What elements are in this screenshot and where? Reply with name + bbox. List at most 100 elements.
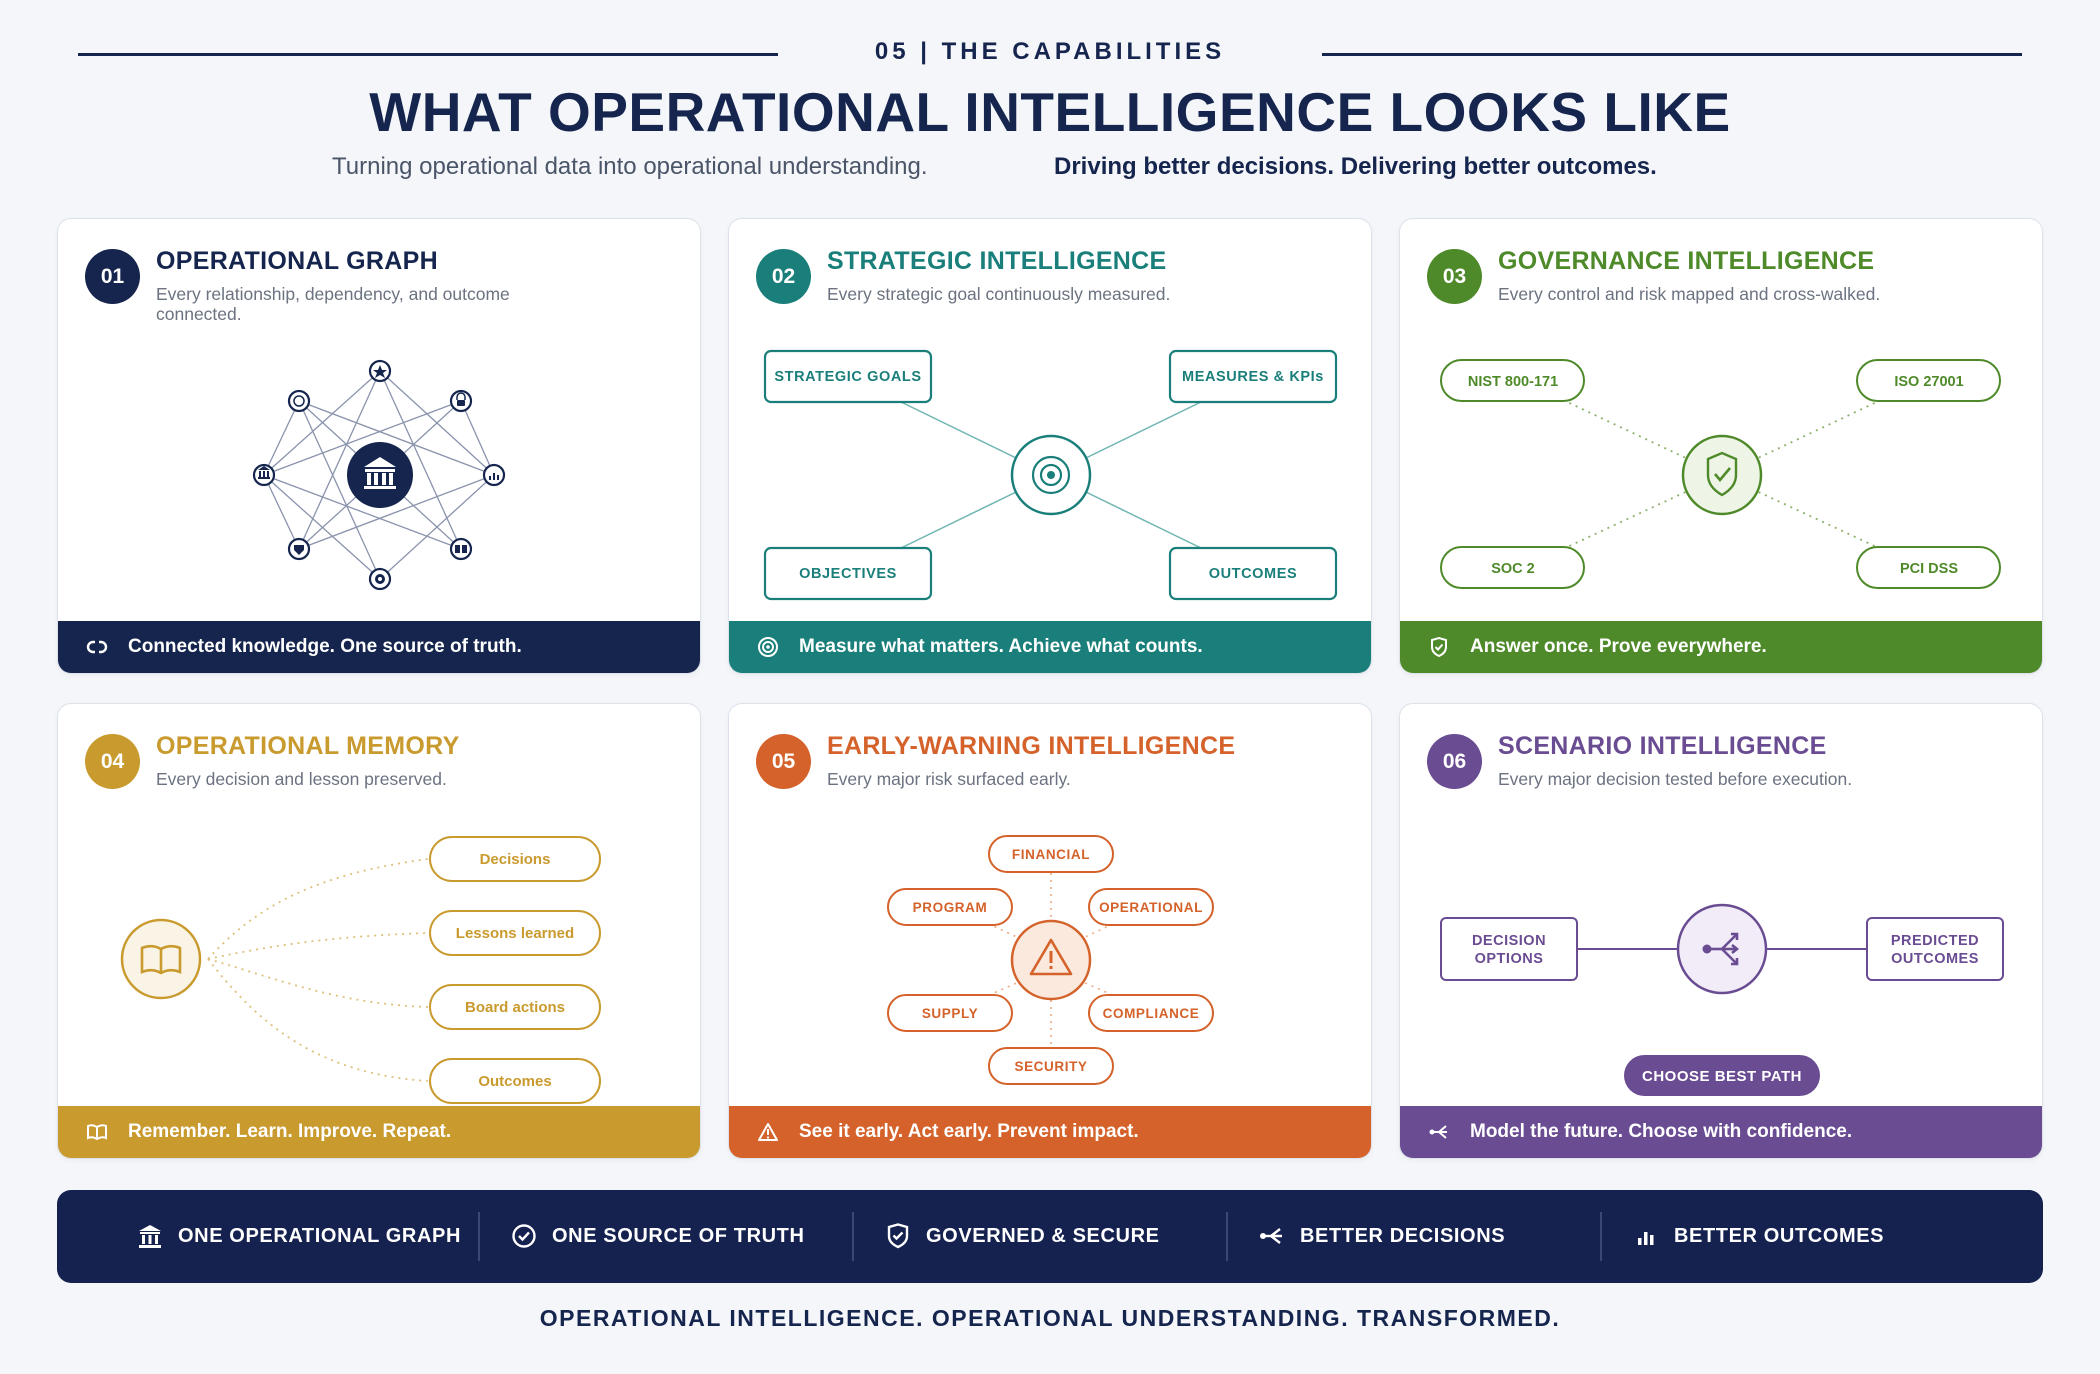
card-number-badge: 04	[85, 734, 140, 789]
node-outcomes	[1168, 546, 1338, 601]
node-financial-label: FINANCIAL	[1012, 847, 1090, 862]
card-number-badge: 05	[756, 734, 811, 789]
page-title: WHAT OPERATIONAL INTELLIGENCE LOOKS LIKE	[369, 81, 1731, 143]
scenario-diagram: DECISION OPTIONS PREDICTED OUTCOMES CHOO…	[1440, 903, 2004, 1096]
branch-icon	[1710, 932, 1740, 966]
card-strategic-intelligence: STRATEGIC GOALS MEASURES & KPIs OBJECTIV…	[728, 218, 1372, 674]
header-rule-right	[1322, 53, 2022, 56]
bank-icon	[139, 1225, 161, 1248]
summary-item-label: BETTER OUTCOMES	[1674, 1225, 1885, 1247]
closing-tagline: OPERATIONAL INTELLIGENCE. OPERATIONAL UN…	[539, 1305, 1561, 1331]
card-footer-text: Connected knowledge. One source of truth…	[128, 636, 522, 657]
node-lessons-learned	[429, 910, 601, 956]
shield-check-icon	[887, 1223, 909, 1249]
section-eyebrow: 05 | THE CAPABILITIES	[874, 38, 1226, 65]
summary-item-label: BETTER DECISIONS	[1300, 1225, 1506, 1247]
card-scenario-intelligence: DECISION OPTIONS PREDICTED OUTCOMES CHOO…	[1399, 703, 2043, 1159]
card-title: EARLY-WARNING INTELLIGENCE	[827, 732, 1236, 760]
summary-item-label: ONE OPERATIONAL GRAPH	[178, 1225, 461, 1247]
book-icon	[87, 1124, 107, 1141]
node-compliance	[1088, 994, 1214, 1032]
target-icon	[758, 637, 778, 657]
governance-hub	[1681, 434, 1763, 516]
card-footer-text: Answer once. Prove everywhere.	[1470, 636, 1767, 657]
branch-icon	[1429, 1125, 1447, 1139]
summary-item-label: GOVERNED & SECURE	[926, 1225, 1160, 1247]
node-nist	[1440, 359, 1585, 402]
node-pci	[1856, 546, 2001, 589]
globe-node-icon	[287, 389, 311, 413]
card-number-badge: 03	[1427, 249, 1482, 304]
node-lessons-label: Lessons learned	[456, 925, 574, 942]
memory-diagram: Decisions Lessons learned Board actions …	[120, 836, 601, 1104]
node-strategic-goals	[763, 349, 933, 404]
node-outcomes-label: OUTCOMES	[1209, 566, 1298, 582]
warning-icon	[758, 1123, 778, 1141]
card-title: STRATEGIC INTELLIGENCE	[827, 247, 1167, 275]
card-title: OPERATIONAL MEMORY	[156, 732, 460, 760]
node-decision-label-1: DECISION	[1472, 933, 1546, 949]
node-soc2	[1440, 546, 1585, 589]
card-description: Every decision and lesson preserved.	[156, 769, 447, 789]
card-footer-text: Remember. Learn. Improve. Repeat.	[128, 1121, 452, 1142]
card-operational-graph: 01 OPERATIONAL GRAPH Every relationship,…	[57, 218, 701, 674]
card-number-badge: 06	[1427, 734, 1482, 789]
node-measures-kpis-label: MEASURES & KPIs	[1182, 369, 1324, 385]
subtitle-right: Driving better decisions. Delivering bet…	[1054, 153, 1657, 180]
card-description: Every major decision tested before execu…	[1498, 769, 1853, 789]
card-early-warning-intelligence: FINANCIAL PROGRAM OPERATIONAL SUPPLY COM…	[728, 703, 1372, 1159]
node-nist-label: NIST 800-171	[1468, 374, 1558, 390]
node-measures-kpis	[1168, 349, 1338, 404]
summary-item-label: ONE SOURCE OF TRUTH	[552, 1225, 805, 1247]
node-objectives-label: OBJECTIVES	[799, 566, 897, 582]
card-footer-text: See it early. Act early. Prevent impact.	[799, 1121, 1139, 1142]
choose-best-path-label: CHOOSE BEST PATH	[1642, 1068, 1802, 1085]
summary-divider	[1600, 1212, 1602, 1261]
branch-icon	[1260, 1228, 1282, 1244]
card-description: Every relationship, dependency, and outc…	[156, 284, 510, 324]
shield-check-icon	[1431, 636, 1447, 658]
choose-best-path-button[interactable]	[1624, 1055, 1820, 1096]
node-outcomes-label: Outcomes	[478, 1073, 551, 1090]
card-footer-text: Model the future. Choose with confidence…	[1470, 1121, 1853, 1142]
node-decision-options	[1440, 917, 1578, 981]
early-warning-diagram: FINANCIAL PROGRAM OPERATIONAL SUPPLY COM…	[887, 835, 1214, 1085]
summary-divider	[1226, 1212, 1228, 1261]
node-security	[988, 1047, 1114, 1085]
book-node-icon	[449, 537, 473, 561]
node-financial	[988, 835, 1114, 873]
card-footer: Connected knowledge. One source of truth…	[58, 621, 700, 673]
bank-icon	[364, 457, 396, 489]
node-pci-label: PCI DSS	[1900, 561, 1958, 577]
node-operational	[1088, 888, 1214, 926]
card-footer: Measure what matters. Achieve what count…	[729, 621, 1371, 673]
card-title: OPERATIONAL GRAPH	[156, 247, 438, 275]
graph-hub	[347, 442, 413, 508]
node-objectives	[763, 546, 933, 601]
node-predicted-label-1: PREDICTED	[1891, 933, 1979, 949]
node-outcomes	[429, 1058, 601, 1104]
header-rule-left	[78, 53, 778, 56]
warning-icon	[1029, 938, 1073, 976]
link-icon	[86, 640, 108, 654]
card-description: Every major risk surfaced early.	[827, 769, 1071, 789]
card-number-badge: 02	[756, 249, 811, 304]
summary-bar: ONE OPERATIONAL GRAPH ONE SOURCE OF TRUT…	[57, 1190, 2043, 1283]
card-footer: See it early. Act early. Prevent impact.	[729, 1106, 1371, 1158]
node-predicted-outcomes	[1866, 917, 2004, 981]
card-title: GOVERNANCE INTELLIGENCE	[1498, 247, 1875, 275]
node-predicted-label-2: OUTCOMES	[1891, 951, 1979, 967]
summary-divider	[852, 1212, 854, 1261]
strategic-diagram: STRATEGIC GOALS MEASURES & KPIs OBJECTIV…	[763, 349, 1338, 601]
node-decisions-label: Decisions	[480, 851, 551, 868]
node-supply	[887, 994, 1013, 1032]
card-description: Every control and risk mapped and cross-…	[1498, 284, 1881, 304]
node-compliance-label: COMPLIANCE	[1103, 1006, 1200, 1021]
card-footer: Model the future. Choose with confidence…	[1400, 1106, 2042, 1158]
node-board-actions-label: Board actions	[465, 999, 565, 1016]
card-governance-intelligence: NIST 800-171 ISO 27001 SOC 2 PCI DSS 03 …	[1399, 218, 2043, 674]
subtitle-left: Turning operational data into operationa…	[332, 153, 928, 180]
check-circle-icon	[512, 1224, 536, 1248]
node-iso-label: ISO 27001	[1894, 374, 1963, 390]
card-footer: Remember. Learn. Improve. Repeat.	[58, 1106, 700, 1158]
